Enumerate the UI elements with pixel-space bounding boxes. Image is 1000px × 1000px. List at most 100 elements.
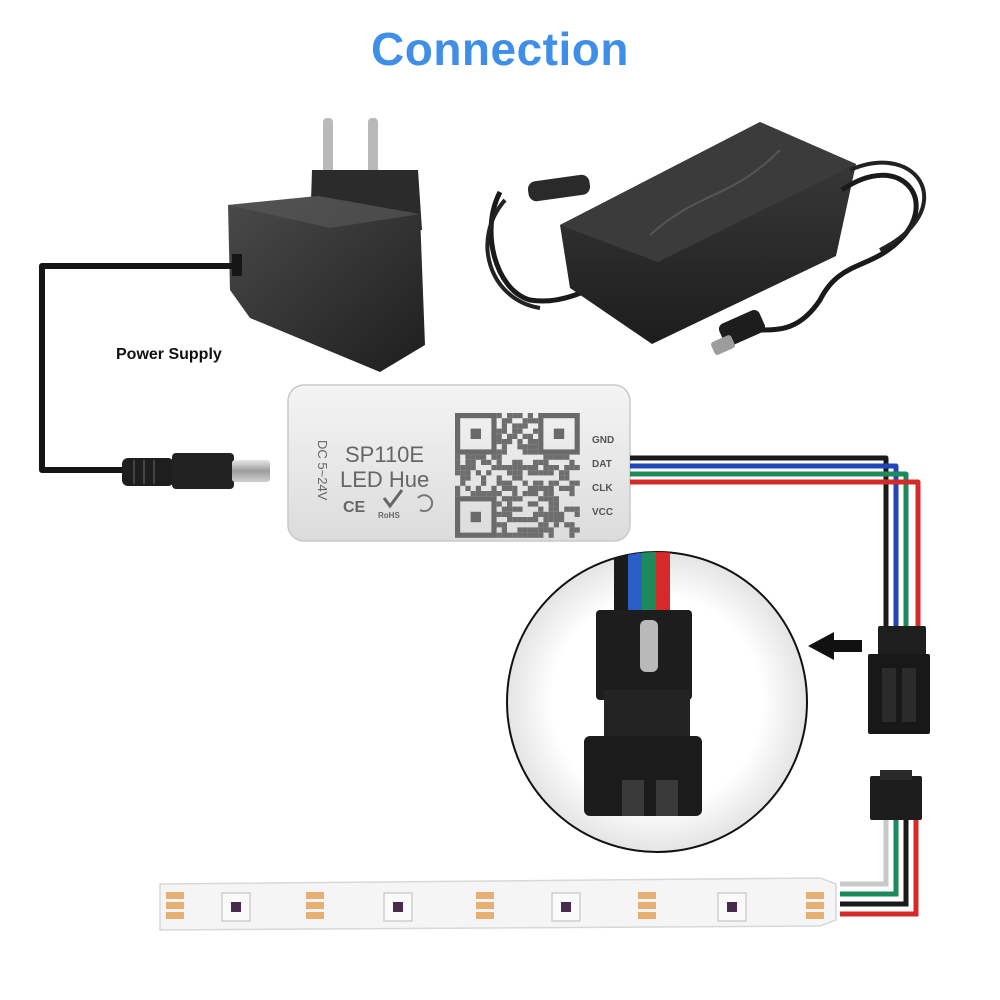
qr-module	[522, 465, 528, 471]
qr-module	[517, 428, 523, 434]
qr-module	[517, 470, 523, 476]
led-strip-icon	[159, 877, 837, 931]
qr-module	[496, 413, 502, 419]
qr-module	[569, 527, 575, 533]
qr-module	[481, 459, 487, 465]
qr-module	[517, 517, 523, 523]
qr-module	[569, 485, 575, 491]
arrow-left-icon	[808, 632, 862, 660]
qr-module	[512, 491, 518, 497]
qr-module	[527, 418, 533, 424]
qr-module	[517, 439, 523, 445]
qr-module	[574, 506, 580, 512]
qr-module	[527, 491, 533, 497]
qr-module	[486, 459, 492, 465]
solder-pad	[638, 912, 656, 919]
qr-module	[475, 454, 481, 460]
pin-label: DAT	[592, 459, 612, 470]
qr-module	[517, 459, 523, 465]
qr-module	[548, 491, 554, 497]
qr-module	[548, 465, 554, 471]
qr-module	[455, 454, 461, 460]
qr-module	[465, 465, 471, 471]
qr-module	[460, 470, 466, 476]
qr-module	[569, 522, 575, 528]
qr-module	[533, 459, 539, 465]
qr-module	[481, 454, 487, 460]
qr-finder-center	[553, 428, 565, 439]
qr-module	[465, 454, 471, 460]
qr-module	[533, 439, 539, 445]
qr-module	[527, 527, 533, 533]
jst-connector-icon	[868, 626, 930, 734]
qr-module	[496, 511, 502, 517]
qr-module	[496, 428, 502, 434]
qr-module	[522, 418, 528, 424]
qr-module	[496, 522, 502, 528]
qr-module	[512, 433, 518, 439]
qr-module	[548, 511, 554, 517]
qr-module	[543, 511, 549, 517]
qr-module	[538, 480, 544, 486]
qr-module	[538, 527, 544, 533]
qr-module	[569, 459, 575, 465]
solder-pad	[476, 912, 494, 919]
qr-module	[496, 491, 502, 497]
qr-module	[522, 527, 528, 533]
qr-module	[553, 496, 559, 502]
led-die	[727, 902, 737, 912]
qr-module	[455, 470, 461, 476]
qr-module	[543, 454, 549, 460]
controller-box: SP110E LED Hue DC 5~24V CE RoHS GND DAT …	[287, 384, 631, 542]
qr-module	[507, 480, 513, 486]
qr-module	[538, 506, 544, 512]
qr-module	[569, 480, 575, 486]
qr-module	[533, 527, 539, 533]
qr-module	[501, 444, 507, 450]
qr-module	[538, 459, 544, 465]
qr-module	[527, 517, 533, 523]
page-title: Connection	[371, 23, 629, 75]
qr-module	[501, 423, 507, 429]
qr-module	[527, 444, 533, 450]
qr-module	[496, 480, 502, 486]
qr-module	[465, 459, 471, 465]
solder-pad	[476, 892, 494, 899]
qr-module	[559, 475, 565, 481]
qr-module	[501, 439, 507, 445]
qr-module	[517, 506, 523, 512]
power-supply-label: Power Supply	[116, 346, 222, 363]
qr-module	[512, 459, 518, 465]
qr-finder-center	[470, 428, 481, 439]
solder-pad	[638, 902, 656, 909]
qr-module	[512, 496, 518, 502]
qr-module	[553, 522, 559, 528]
dc-plug-icon	[122, 453, 270, 489]
recycle-icon	[417, 494, 434, 513]
qr-module	[559, 511, 565, 517]
qr-module	[475, 491, 481, 497]
qr-module	[574, 480, 580, 486]
qr-module	[527, 465, 533, 471]
qr-module	[543, 465, 549, 471]
qr-module	[491, 485, 497, 491]
qr-module	[507, 501, 513, 507]
qr-module	[569, 506, 575, 512]
qr-module	[517, 532, 523, 538]
qr-module	[564, 506, 570, 512]
qr-module	[538, 485, 544, 491]
qr-module	[574, 511, 580, 517]
qr-module	[564, 470, 570, 476]
qr-module	[533, 532, 539, 538]
qr-module	[496, 449, 502, 455]
qr-module	[533, 449, 539, 455]
qr-module	[569, 491, 575, 497]
qr-module	[533, 491, 539, 497]
qr-module	[548, 485, 554, 491]
qr-module	[465, 485, 471, 491]
qr-module	[501, 428, 507, 434]
qr-module	[465, 475, 471, 481]
solder-pad	[306, 912, 324, 919]
qr-module	[501, 511, 507, 517]
qr-module	[512, 506, 518, 512]
